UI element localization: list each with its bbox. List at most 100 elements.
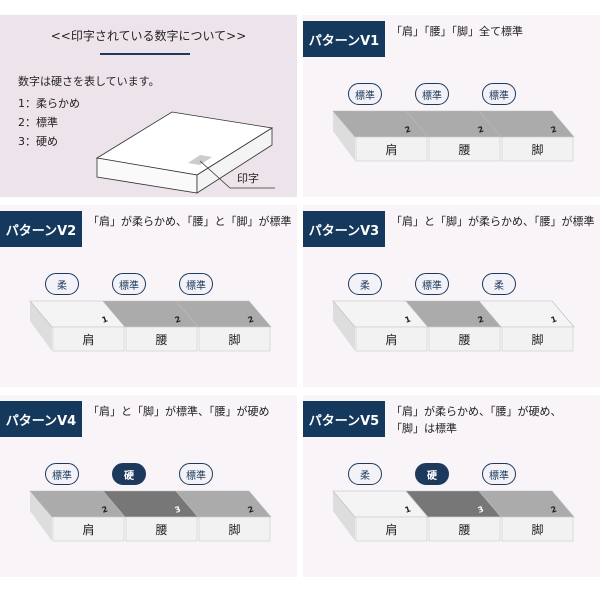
description-line: 「肩」と「脚」が標準、「腰」が硬め [88,405,270,418]
hardness-pill: 標準 [112,273,146,295]
description-line: 「脚」は標準 [391,422,457,435]
hardness-pill: 標準 [415,273,449,295]
description-line: 「肩」「腰」「脚」全て標準 [391,25,523,38]
hardness-pill: 硬 [415,463,449,485]
hardness-number: 1 [101,314,110,325]
hardness-pill: 標準 [482,83,516,105]
hardness-number: 2 [247,505,255,515]
block-front [198,516,271,542]
hardness-pill: 柔 [45,273,79,295]
intro-lead: 数字は硬さを表しています。 [18,75,160,88]
hardness-number: 2 [550,125,558,135]
hardness-pill: 柔 [348,463,382,485]
block-front [355,326,428,352]
intro-panel: <<印字されている数字について>> 数字は硬さを表しています。 1：柔らかめ 2… [0,15,297,197]
block-label: 腰 [155,333,167,347]
block-end-side [333,301,355,351]
hardness-number: 2 [247,315,255,325]
pattern-title: パターンV3 [303,211,385,247]
block-label: 脚 [228,522,240,537]
legend-1: 1：柔らかめ [18,97,80,110]
block-end-side [30,491,52,541]
block-front [428,136,501,162]
hardness-pill: 標準 [179,463,213,485]
block-front [52,516,125,542]
intro-title: <<印字されている数字について>> [50,29,247,43]
hardness-number: 2 [477,125,485,135]
block-front [501,136,574,162]
hardness-pill: 標準 [179,273,213,295]
block-front [355,516,428,542]
block-top [175,490,272,518]
hardness-number: 2 [174,315,182,325]
block-front [355,136,428,162]
block-front [125,326,198,352]
pattern-title: パターンV1 [303,21,385,57]
mattress-illustration [95,111,275,194]
block-end-side [333,491,355,541]
hardness-pill: 標準 [415,83,449,105]
block-front [501,516,574,542]
description-line: 「肩」が柔らかめ、「腰」と「脚」が標準 [88,215,292,228]
block-top [478,110,575,138]
block-front [501,326,574,352]
block-label: 脚 [531,522,543,537]
hardness-number: 3 [477,505,485,515]
block-end-side [30,301,52,351]
hardness-pill: 柔 [482,273,516,295]
hardness-number: 2 [477,315,485,325]
hardness-number: 3 [174,505,182,515]
pattern-description: 「肩」「腰」「脚」全て標準 [391,23,523,40]
hardness-pill: 標準 [45,463,79,485]
block-top [478,490,575,518]
pattern-title: パターンV4 [0,401,82,437]
mattress-blocks: 1肩 3腰 2脚 [332,490,575,542]
hardness-pill: 標準 [482,463,516,485]
block-front [198,326,271,352]
hardness-number: 1 [550,314,559,325]
block-label: 腰 [155,523,167,537]
description-line: 「肩」が柔らかめ、「腰」が硬め、 [391,405,562,418]
block-label: 肩 [385,142,397,157]
block-front [125,516,198,542]
block-label: 脚 [228,332,240,347]
hardness-number: 1 [404,504,413,515]
hardness-number: 1 [404,314,413,325]
block-label: 腰 [458,523,470,537]
hardness-pill: 硬 [112,463,146,485]
block-top [478,300,575,328]
hardness-pill: 標準 [348,83,382,105]
divider [100,53,190,55]
block-top [175,300,272,328]
block-label: 脚 [531,332,543,347]
pattern-title: パターンV5 [303,401,385,437]
block-label: 肩 [385,332,397,347]
block-front [52,326,125,352]
block-label: 肩 [82,332,94,347]
pattern-description: 「肩」と「脚」が標準、「腰」が硬め [88,403,270,420]
legend-2: 2：標準 [18,116,58,129]
hardness-number: 2 [550,505,558,515]
hardness-pill: 柔 [348,273,382,295]
block-front [428,326,501,352]
description-line: 「肩」と「脚」が柔らかめ、「腰」が標準 [391,215,595,228]
block-label: 脚 [531,142,543,157]
pattern-description: 「肩」が柔らかめ、「腰」が硬め、「脚」は標準 [391,403,562,437]
legend-3: 3：硬め [18,135,58,148]
block-front [428,516,501,542]
pattern-description: 「肩」が柔らかめ、「腰」と「脚」が標準 [88,213,292,230]
block-label: 肩 [385,522,397,537]
hardness-number: 2 [101,505,109,515]
pattern-description: 「肩」と「脚」が柔らかめ、「腰」が標準 [391,213,595,230]
block-label: 腰 [458,333,470,347]
hardness-number: 2 [404,125,412,135]
block-label: 肩 [82,522,94,537]
